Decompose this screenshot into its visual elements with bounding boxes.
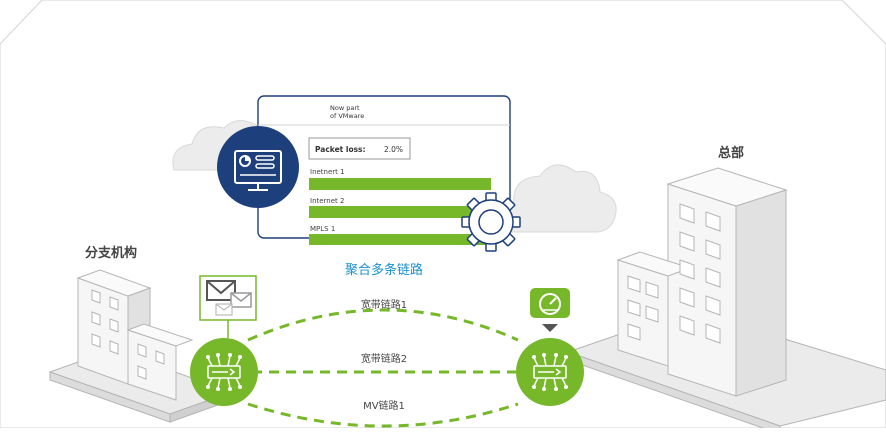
- row-bar-2: [309, 206, 474, 218]
- router-icon: [207, 355, 241, 389]
- link-path-3: [247, 402, 519, 428]
- link-label-3: MV链路1: [363, 399, 405, 412]
- packet-loss-label: Packet loss:: [315, 145, 366, 154]
- branch-router: [190, 338, 258, 406]
- branch-label: 分支机构: [85, 245, 137, 261]
- row-label-2: Internet 2: [310, 197, 344, 205]
- link-label-1: 宽带链路1: [361, 298, 407, 311]
- brand-line-1: Now part: [330, 104, 360, 112]
- hq-router: [516, 338, 584, 406]
- packet-loss-value: 2.0%: [384, 145, 403, 154]
- panel-caption: 聚合多条链路: [345, 262, 423, 278]
- row-label-1: Inetnert 1: [310, 168, 345, 176]
- hq-label: 总部: [718, 145, 744, 161]
- dashboard-panel: Now part of VMware Packet loss: 2.0% Ine…: [217, 95, 521, 278]
- brand-line-2: of VMware: [330, 112, 364, 120]
- hq-building: [566, 167, 886, 432]
- branch-building: [48, 269, 234, 423]
- gear-icon: [461, 192, 521, 252]
- cloud-right: [497, 164, 617, 233]
- envelope-icon: [206, 280, 252, 316]
- row-bar-1: [309, 178, 491, 190]
- hq-speed-badge: [530, 288, 570, 332]
- speedometer-icon: [539, 293, 561, 315]
- dashboard-monitor-icon: [217, 126, 299, 208]
- link-path-1: [247, 308, 519, 342]
- router-icon: [533, 355, 567, 389]
- link-label-2: 宽带链路2: [361, 352, 407, 365]
- packet-loss-box: [308, 137, 411, 160]
- row-label-3: MPLS 1: [310, 225, 335, 233]
- link-paths: [247, 308, 519, 428]
- branch-mail-badge: [199, 275, 257, 338]
- row-bar-3: [309, 234, 491, 245]
